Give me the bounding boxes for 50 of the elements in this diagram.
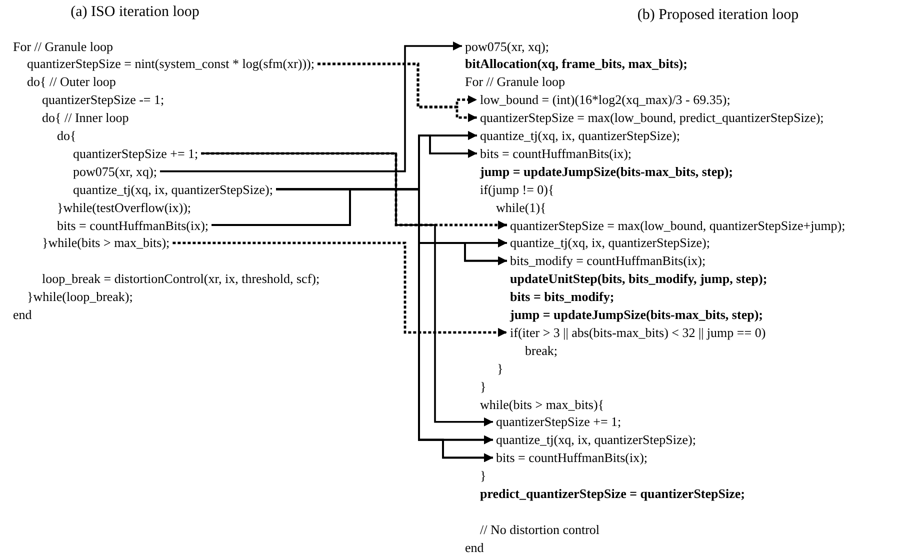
panel-title: (a) ISO iteration loop	[70, 5, 200, 20]
code-line: end	[13, 307, 32, 322]
code-line: bits_modify = countHuffmanBits(ix);	[510, 253, 706, 268]
panel-title: (b) Proposed iteration loop	[637, 8, 799, 23]
code-line: quantize_tj(xq, ix, quantizerStepSize);	[510, 235, 710, 250]
code-line: }while(loop_break);	[27, 289, 133, 304]
code-line: low_bound = (int)(16*log2(xq_max)/3 - 69.35);	[480, 92, 730, 108]
code-line: quantizerStepSize = nint(system_const * log(sfm(xr)));	[27, 56, 314, 72]
code-line: quantizerStepSize -= 1;	[42, 92, 164, 108]
code-line: if(jump != 0){	[480, 182, 554, 197]
code-line: For // Granule loop	[13, 38, 114, 54]
code-line: }	[480, 468, 486, 484]
code-line: do{	[57, 128, 76, 143]
code-line: bits = bits_modify;	[510, 289, 614, 304]
code-line: quantizerStepSize += 1;	[73, 146, 198, 161]
code-line: For // Granule loop	[465, 74, 566, 90]
code-line: bits = countHuffmanBits(ix);	[496, 450, 648, 466]
code-line: jump = updateJumpSize(bits-max_bits, step);	[510, 307, 763, 322]
arrow	[160, 42, 462, 172]
code-line: end	[465, 540, 484, 554]
code-line: quantize_tj(xq, ix, quantizerStepSize);	[73, 182, 273, 197]
code-line: }	[497, 360, 504, 376]
code-line: do{ // Inner loop	[42, 110, 129, 126]
code-line: bits = countHuffmanBits(ix);	[480, 146, 632, 161]
code-line: break;	[525, 342, 558, 358]
code-line: }while(bits > max_bits);	[42, 235, 170, 250]
code-line: jump = updateJumpSize(bits-max_bits, step);	[480, 164, 733, 179]
code-line: do{ // Outer loop	[27, 74, 116, 90]
code-line: bits = countHuffmanBits(ix);	[57, 218, 209, 232]
code-line: pow075(xr, xq);	[465, 38, 549, 54]
code-line: // No distortion control	[480, 522, 600, 537]
arrow	[201, 152, 507, 230]
code-line: }while(testOverflow(ix));	[57, 200, 192, 215]
code-line: updateUnitStep(bits, bits_modify, jump, step);	[510, 271, 768, 286]
code-line: quantize_tj(xq, ix, quantizerStepSize);	[480, 128, 680, 143]
code-line: quantize_tj(xq, ix, quantizerStepSize);	[496, 432, 696, 448]
code-line: bitAllocation(xq, frame_bits, max_bits);	[465, 56, 688, 72]
code-line: while(bits > max_bits){	[480, 396, 604, 412]
code-line: quantizerStepSize = max(low_bound, predict_quantizerStepSize);	[480, 110, 824, 126]
code-line: predict_quantizerStepSize = quantizerStepSize;	[480, 486, 745, 501]
code-line: while(1){	[496, 200, 546, 215]
code-line: quantizerStepSize = max(low_bound, quantizerStepSize+jump);	[510, 218, 846, 232]
code-line: pow075(xr, xq);	[73, 164, 157, 179]
code-line: quantizerStepSize += 1;	[496, 414, 622, 430]
arrow	[172, 242, 507, 337]
code-line: if(iter > 3 || abs(bits-max_bits) < 32 || jump == 0)	[510, 324, 766, 340]
arrow	[318, 62, 477, 122]
code-line: }	[480, 378, 486, 394]
code-line: loop_break = distortionControl(xr, ix, threshold, scf);	[42, 271, 320, 286]
arrow	[201, 152, 493, 426]
